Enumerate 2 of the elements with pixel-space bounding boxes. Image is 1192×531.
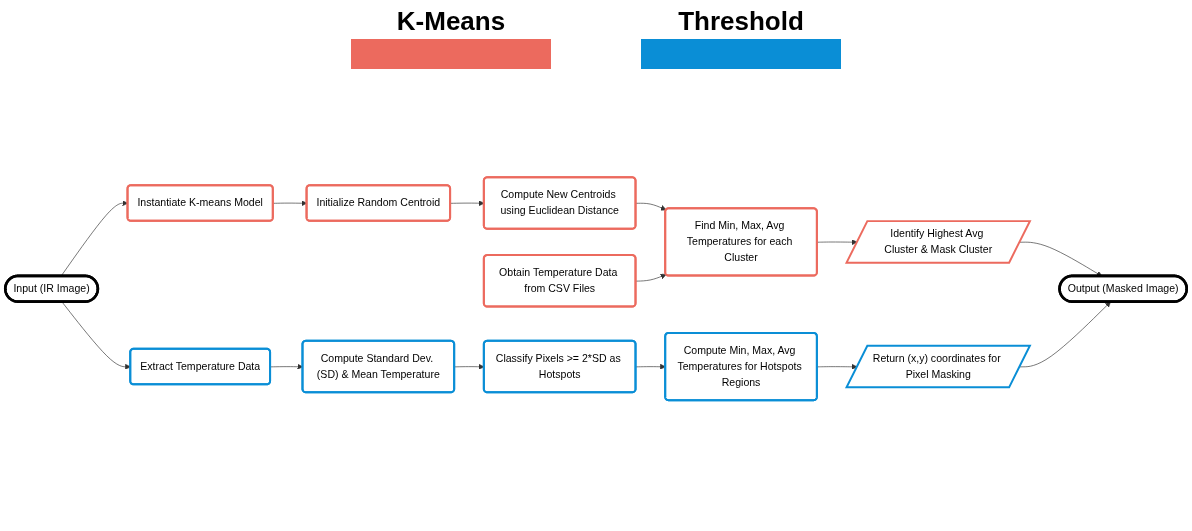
legend-label: K-Means bbox=[396, 6, 506, 37]
legend-label: Threshold bbox=[678, 6, 804, 37]
